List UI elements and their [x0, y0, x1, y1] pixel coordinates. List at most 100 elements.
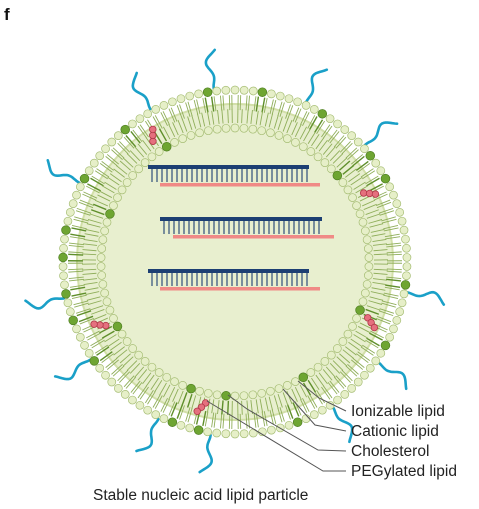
outer-lipid-head [59, 271, 68, 281]
inner-lipid-tail [345, 346, 357, 356]
outer-lipid-tail [381, 216, 396, 222]
inner-lipid-tail [113, 346, 125, 356]
inner-lipid-tail [372, 278, 387, 281]
aqueous-core [76, 103, 394, 421]
outer-lipid-head [392, 315, 402, 325]
outer-lipid-head [301, 101, 311, 110]
inner-lipid-tail [325, 366, 336, 378]
inner-lipid-head [98, 235, 108, 245]
inner-lipid-tail [373, 272, 388, 275]
outer-lipid-tail [321, 124, 331, 138]
inner-lipid-tail [85, 228, 100, 233]
inner-lipid-tail [142, 139, 152, 152]
outer-lipid-head [135, 400, 145, 410]
outer-lipid-tail [269, 409, 274, 425]
peg-chain [363, 121, 399, 147]
outer-lipid-tail [386, 245, 402, 248]
inner-lipid-head [154, 147, 164, 156]
outer-lipid-tail [75, 210, 91, 216]
inner-ionizable-lipid-head [221, 390, 231, 401]
outer-lipid-tail [99, 351, 113, 362]
outer-lipid-tail [96, 168, 110, 178]
inner-lipid-tail [370, 291, 385, 296]
legend-cholesterol: Cholesterol [351, 443, 429, 460]
inner-lipid-tail [94, 199, 108, 207]
outer-lipid-tail [300, 398, 308, 413]
outer-lipid-tail [144, 390, 154, 404]
inner-lipid-tail [332, 153, 344, 164]
inner-lipid-head [109, 201, 118, 210]
inner-lipid-tail [291, 122, 298, 136]
outer-lipid-tail [279, 407, 285, 422]
outer-lipid-head [385, 332, 395, 342]
inner-lipid-tail [286, 390, 293, 405]
inner-lipid-tail [227, 109, 229, 124]
inner-lipid-head [298, 142, 308, 152]
sense-strand [160, 217, 322, 221]
nucleic-acid-duplex [160, 217, 334, 239]
inner-lipid-tail [158, 128, 168, 142]
outer-lipid-tail [335, 375, 347, 388]
inner-lipid-tail [122, 157, 134, 168]
inner-lipid-tail [102, 185, 115, 194]
inner-lipid-head [122, 337, 132, 346]
inner-lipid-tail [302, 382, 312, 396]
outer-lipid-head [212, 86, 222, 96]
inner-lipid-head [248, 124, 258, 134]
outer-lipid-tail [179, 104, 185, 119]
inner-lipid-head [195, 128, 204, 138]
inner-lipid-tail [97, 194, 111, 202]
inner-lipid-tail [109, 341, 122, 351]
inner-lipid-head [96, 262, 106, 271]
outer-lipid-tail [375, 317, 391, 325]
outer-lipid-tail [228, 95, 231, 111]
inner-lipid-head [105, 305, 115, 315]
outer-lipid-head [120, 390, 130, 399]
inner-lipid-tail [87, 300, 102, 305]
outer-lipid-tail [125, 135, 137, 148]
outer-lipid-tail [386, 270, 402, 273]
outer-lipid-tail [341, 142, 353, 155]
outer-lipid-tail [154, 115, 163, 129]
outer-lipid-head [397, 298, 407, 308]
inner-lipid-head [306, 147, 316, 156]
inner-lipid-tail [82, 253, 97, 256]
outer-lipid-tail [222, 413, 225, 429]
outer-lipid-head [107, 137, 117, 147]
outer-lipid-head [360, 144, 369, 154]
inner-lipid-head [203, 126, 213, 136]
inner-lipid-head [154, 368, 164, 377]
inner-lipid-tail [89, 305, 104, 311]
outer-lipid-head [59, 243, 68, 253]
inner-lipid-head [186, 131, 196, 140]
inner-lipid-head [274, 384, 284, 393]
inner-lipid-tail [191, 395, 197, 409]
outer-lipid-tail [263, 411, 268, 426]
inner-lipid-head [363, 271, 373, 280]
outer-lipid-tail [202, 411, 207, 427]
inner-lipid-tail [255, 399, 259, 414]
inner-lipid-tail [282, 392, 289, 406]
inner-lipid-head [326, 164, 336, 174]
cholesterol-molecule [90, 320, 110, 330]
inner-lipid-tail [241, 109, 243, 124]
inner-lipid-tail [246, 109, 249, 124]
outer-lipid-tail [94, 344, 108, 354]
leader-line [227, 394, 347, 452]
inner-lipid-tail [366, 213, 381, 219]
outer-lipid-tail [152, 116, 161, 130]
inner-lipid-tail [211, 110, 215, 125]
inner-lipid-head [352, 201, 361, 210]
outer-lipid-tail [327, 129, 338, 143]
outer-lipid-tail [112, 365, 125, 377]
outer-lipid-tail [271, 409, 277, 425]
outer-lipid-tail [69, 284, 85, 288]
inner-lipid-tail [187, 116, 193, 130]
inner-lipid-tail [318, 139, 328, 152]
outer-lipid-tail [307, 115, 316, 129]
outer-lipid-tail [386, 276, 402, 279]
inner-lipid-tail [246, 400, 249, 415]
inner-ionizable-lipid-head [355, 305, 365, 315]
outer-lipid-tail [78, 201, 94, 209]
inner-lipid-head [338, 178, 348, 187]
